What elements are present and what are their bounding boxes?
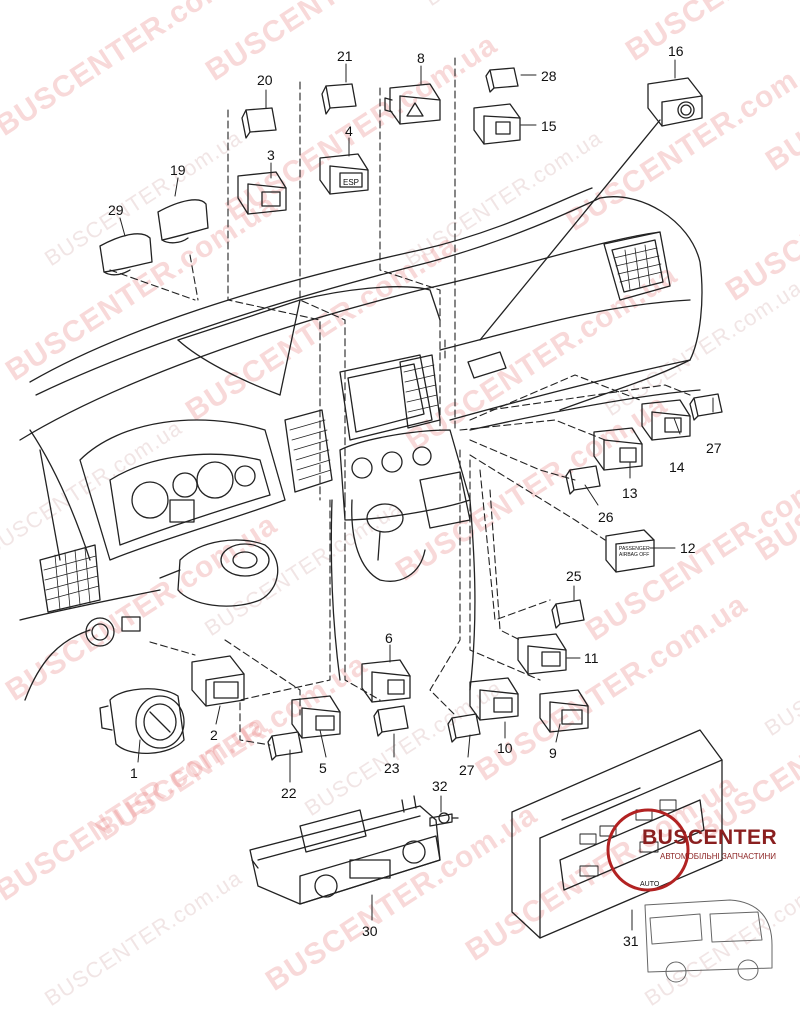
- callout-13: 13: [622, 485, 638, 501]
- part-12-label: PASSENGER AIRBAG OFF: [619, 546, 650, 558]
- logo-circle: [606, 808, 690, 892]
- dashboard-outline: [19, 187, 703, 701]
- callout-2: 2: [210, 727, 218, 743]
- part-5-switch: [291, 695, 341, 739]
- part-3-switch: [237, 171, 287, 215]
- part-25-blank-cap: [551, 599, 585, 629]
- part-26-blank-cap: [565, 465, 601, 495]
- callout-20: 20: [257, 72, 273, 88]
- callout-26: 26: [598, 509, 614, 525]
- callout-27-lower: 27: [459, 762, 475, 778]
- logo-subtitle: АВТОМОБІЛЬНІ ЗАПЧАСТИНИ: [660, 852, 776, 861]
- part-23-blank-cap: [373, 705, 409, 737]
- callout-8: 8: [417, 50, 425, 66]
- callout-5: 5: [319, 760, 327, 776]
- callout-28: 28: [541, 68, 557, 84]
- part-13-switch: [593, 427, 643, 471]
- callout-23: 23: [384, 760, 400, 776]
- callout-25: 25: [566, 568, 582, 584]
- part-8-hazard-switch: [384, 83, 441, 125]
- callout-16: 16: [668, 43, 684, 59]
- part-28-blank-cap: [485, 67, 519, 93]
- part-4-label: ESP: [343, 178, 360, 187]
- part-31-label: AUTO: [640, 881, 660, 888]
- part-27-blank-cap-lower: [447, 713, 481, 743]
- part-12-airbag-indicator: [605, 529, 655, 573]
- callout-31: 31: [623, 933, 639, 949]
- callout-11: 11: [584, 650, 599, 666]
- part-19-cover: [157, 199, 209, 244]
- callout-6: 6: [385, 630, 393, 646]
- part-30-climate-control-unit: [249, 795, 441, 905]
- part-15-switch: [473, 103, 521, 145]
- callout-32: 32: [432, 778, 448, 794]
- callout-30: 30: [362, 923, 378, 939]
- callout-19: 19: [170, 162, 186, 178]
- callout-22: 22: [281, 785, 297, 801]
- buscenter-logo: BUSCENTER АВТОМОБІЛЬНІ ЗАПЧАСТИНИ: [612, 818, 792, 888]
- callout-12: 12: [680, 540, 696, 556]
- callout-10: 10: [497, 740, 513, 756]
- callout-3: 3: [267, 147, 275, 163]
- leader-line-16: [479, 119, 661, 341]
- part-21-blank-cap: [321, 83, 357, 115]
- logo-bus-image: [644, 899, 773, 983]
- logo-brand: BUSCENTER: [642, 826, 778, 849]
- part-10-switch: [469, 677, 519, 721]
- part-6-switch: [361, 659, 411, 703]
- part-32-screw: [429, 812, 459, 827]
- part-27-blank-cap: [689, 393, 723, 421]
- part-31-climate-display-unit: [511, 729, 723, 939]
- leader-lines: [109, 57, 691, 746]
- part-14-switch: [641, 399, 691, 441]
- callout-21: 21: [337, 48, 353, 64]
- part-9-switch: [539, 689, 589, 733]
- part-29-cover: [99, 233, 153, 276]
- callout-4: 4: [345, 123, 353, 139]
- part-4-esp-switch: [319, 153, 369, 195]
- callout-9: 9: [549, 745, 557, 761]
- part-1-light-switch: [99, 688, 185, 754]
- part-11-switch: [517, 633, 567, 675]
- callout-27-upper: 27: [706, 440, 722, 456]
- callout-15: 15: [541, 118, 557, 134]
- callout-14: 14: [669, 459, 685, 475]
- callout-1: 1: [130, 765, 138, 781]
- part-2-switch: [191, 655, 245, 707]
- part-20-blank-cap: [241, 107, 277, 139]
- part-16-switch-housing: [647, 77, 703, 127]
- callout-leaders: [119, 59, 714, 931]
- part-22-blank-cap: [267, 731, 303, 761]
- callout-29: 29: [108, 202, 124, 218]
